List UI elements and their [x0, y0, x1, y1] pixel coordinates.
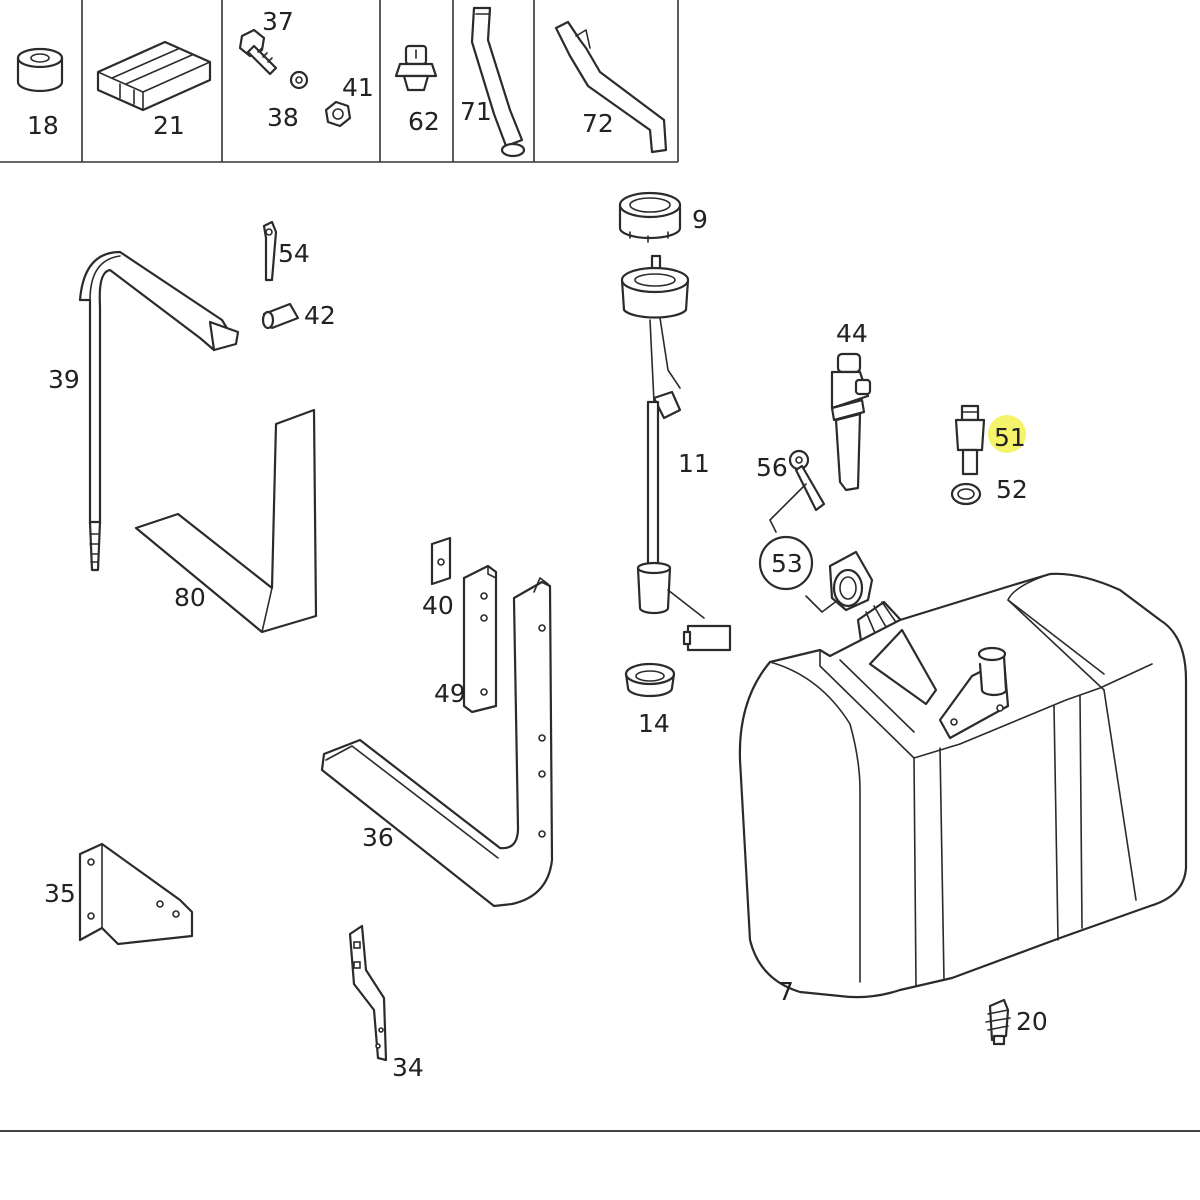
part-44-sensor[interactable]: [830, 352, 872, 492]
part-52-o-ring[interactable]: [950, 482, 982, 506]
highlight-51: [988, 415, 1026, 453]
part-56-tag[interactable]: [788, 449, 826, 512]
label-35: 35: [44, 879, 76, 908]
part-41-nut[interactable]: [324, 100, 352, 128]
part-34-stay[interactable]: [348, 924, 388, 1062]
label-37: 37: [262, 7, 294, 36]
label-20: 20: [1016, 1007, 1048, 1036]
label-62: 62: [408, 107, 440, 136]
part-72-filler-pipe[interactable]: [554, 20, 668, 154]
part-37-bolt[interactable]: [238, 28, 278, 76]
part-35-corner-bracket[interactable]: [78, 842, 194, 946]
part-54-cotter-pin[interactable]: [262, 220, 278, 282]
label-41: 41: [342, 73, 374, 102]
part-9-cap[interactable]: [618, 191, 682, 243]
part-62-grommet[interactable]: [394, 44, 438, 92]
label-38: 38: [267, 103, 299, 132]
label-52: 52: [996, 475, 1028, 504]
part-71-hose[interactable]: [470, 6, 526, 158]
label-42: 42: [304, 301, 336, 330]
label-11: 11: [678, 449, 710, 478]
header-parts-table: [0, 0, 679, 163]
part-42-sleeve[interactable]: [261, 302, 300, 330]
label-9: 9: [692, 205, 708, 234]
label-7: 7: [778, 977, 794, 1006]
label-40: 40: [422, 591, 454, 620]
part-18-spacer[interactable]: [16, 47, 64, 93]
label-49: 49: [434, 679, 466, 708]
part-51-valve[interactable]: [954, 404, 986, 476]
part-40-plate[interactable]: [430, 536, 452, 586]
label-72: 72: [582, 109, 614, 138]
part-38-washer[interactable]: [289, 70, 309, 90]
part-36-carrier[interactable]: [320, 577, 554, 908]
label-54: 54: [278, 239, 310, 268]
label-21: 21: [153, 111, 185, 140]
label-44: 44: [836, 319, 868, 348]
part-80-rubber-strip[interactable]: [134, 408, 318, 634]
callout-53: [758, 483, 839, 613]
label-80: 80: [174, 583, 206, 612]
label-53[interactable]: 53: [771, 549, 803, 578]
label-14: 14: [638, 709, 670, 738]
part-39-tank-strap[interactable]: [78, 250, 240, 572]
label-39: 39: [48, 365, 80, 394]
part-14-seal-ring[interactable]: [624, 662, 676, 698]
label-71: 71: [460, 97, 492, 126]
part-49-bracket[interactable]: [462, 564, 498, 714]
part-20-drain-plug[interactable]: [985, 998, 1011, 1046]
label-56: 56: [756, 453, 788, 482]
part-7-fuel-tank[interactable]: [738, 572, 1188, 999]
part-21-rubber-profile[interactable]: [96, 40, 212, 112]
label-36: 36: [362, 823, 394, 852]
part-11-level-sender[interactable]: [620, 254, 732, 652]
label-34: 34: [392, 1053, 424, 1082]
label-51: 51: [994, 423, 1026, 452]
label-18: 18: [27, 111, 59, 140]
